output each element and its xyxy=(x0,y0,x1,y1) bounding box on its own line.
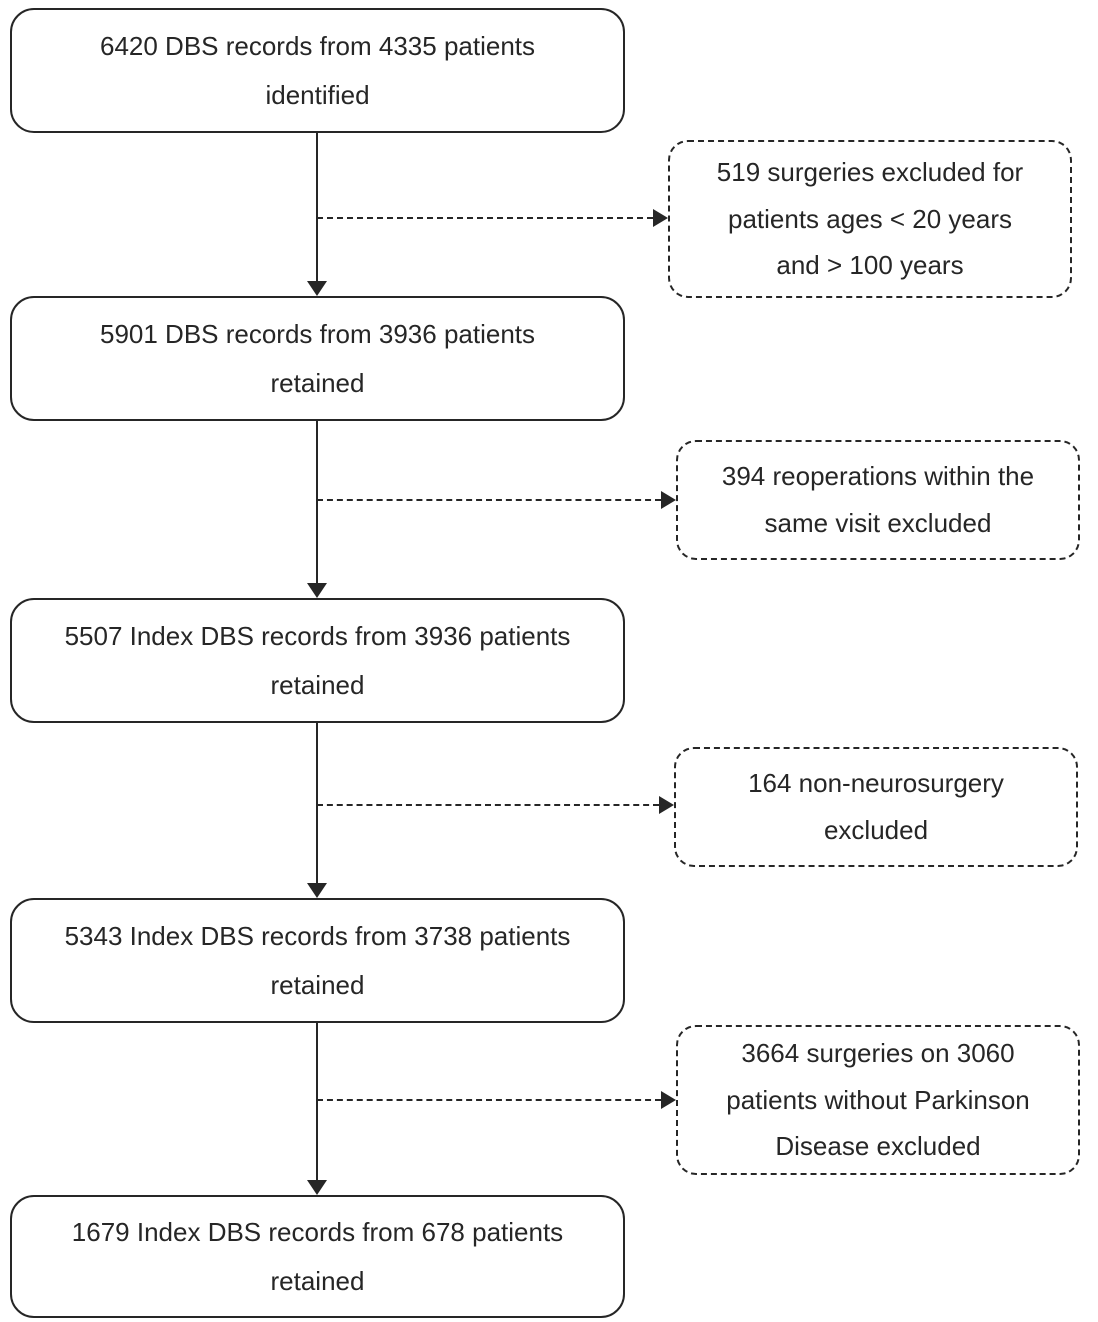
connector-line-exclusion-1 xyxy=(317,217,653,219)
connector-line-down-4 xyxy=(316,1023,318,1180)
exclusion-box-reoperations: 394 reoperations within the same visit e… xyxy=(676,440,1080,560)
connector-line-exclusion-3 xyxy=(317,804,659,806)
exclusion-box-non-parkinson: 3664 surgeries on 3060 patients without … xyxy=(676,1025,1080,1175)
flow-step-retained-3: 5343 Index DBS records from 3738 patient… xyxy=(10,898,625,1023)
flow-step-identified: 6420 DBS records from 4335 patients iden… xyxy=(10,8,625,133)
arrowhead-right-icon xyxy=(661,1091,676,1109)
flow-step-retained-1: 5901 DBS records from 3936 patients reta… xyxy=(10,296,625,421)
arrowhead-down-icon xyxy=(307,281,327,296)
connector-line-down-2 xyxy=(316,421,318,583)
connector-line-exclusion-4 xyxy=(317,1099,661,1101)
connector-line-exclusion-2 xyxy=(317,499,661,501)
arrowhead-right-icon xyxy=(659,796,674,814)
arrowhead-down-icon xyxy=(307,1180,327,1195)
exclusion-box-age: 519 surgeries excluded for patients ages… xyxy=(668,140,1072,298)
flow-step-retained-2: 5507 Index DBS records from 3936 patient… xyxy=(10,598,625,723)
exclusion-box-non-neurosurgery: 164 non-neurosurgery excluded xyxy=(674,747,1078,867)
flow-step-retained-final: 1679 Index DBS records from 678 patients… xyxy=(10,1195,625,1318)
connector-line-down-3 xyxy=(316,723,318,883)
arrowhead-right-icon xyxy=(653,209,668,227)
arrowhead-down-icon xyxy=(307,883,327,898)
connector-line-down-1 xyxy=(316,133,318,281)
arrowhead-right-icon xyxy=(661,491,676,509)
arrowhead-down-icon xyxy=(307,583,327,598)
